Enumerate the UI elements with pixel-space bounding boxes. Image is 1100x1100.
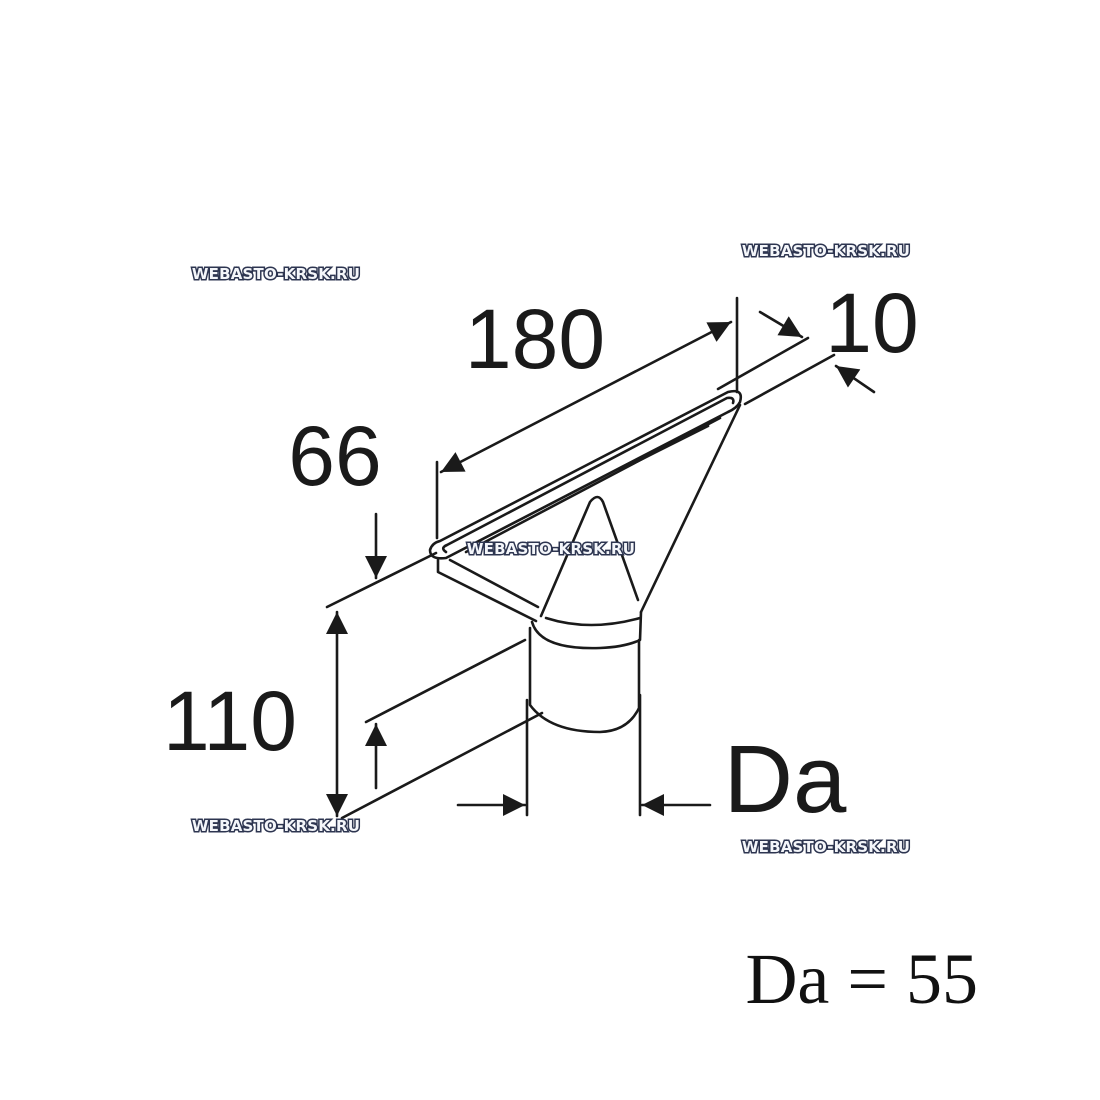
watermark: WEBASTO-KRSK.RU	[742, 838, 910, 856]
watermark: WEBASTO-KRSK.RU	[192, 265, 360, 283]
dimension-height-top: 66	[288, 409, 438, 609]
dimension-diameter-label: Da	[724, 726, 847, 833]
watermark: WEBASTO-KRSK.RU	[742, 242, 910, 260]
dimension-slot-width-label: 10	[825, 276, 918, 370]
dimension-diameter: Da	[456, 693, 847, 833]
dimension-height-top-label: 66	[288, 409, 381, 503]
nozzle-body	[428, 389, 743, 734]
dimension-length-label: 180	[465, 292, 605, 386]
dimension-slot-width: 10	[716, 276, 919, 406]
watermark: WEBASTO-KRSK.RU	[192, 817, 360, 835]
dimension-height-total-label: 110	[163, 674, 297, 768]
watermark: WEBASTO-KRSK.RU	[467, 540, 635, 558]
diameter-formula: Da = 55	[745, 939, 978, 1019]
dimension-length: 180	[435, 292, 739, 540]
dimension-height-total: 110	[163, 610, 544, 820]
